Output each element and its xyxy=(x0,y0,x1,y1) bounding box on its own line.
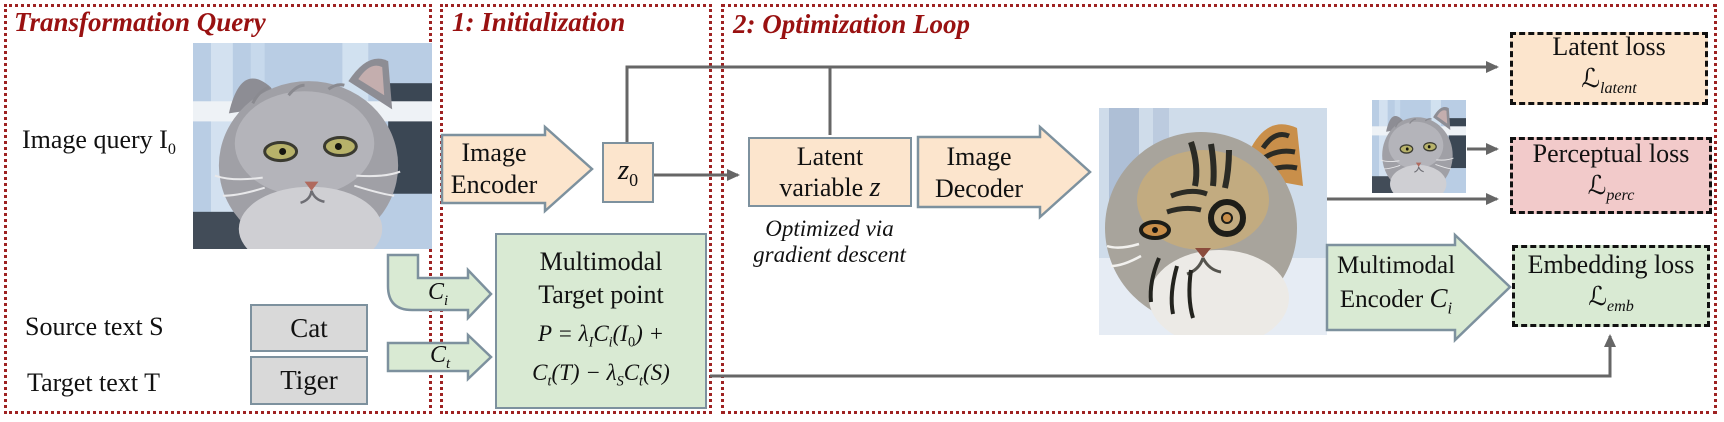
target-text-label: Target text T xyxy=(27,368,160,397)
perceptual-loss-title: Perceptual loss xyxy=(1532,139,1690,169)
image-query-label: Image query I0 xyxy=(22,125,176,159)
target-text-value: Tiger xyxy=(280,365,338,395)
source-text-box: Cat xyxy=(250,304,368,352)
connector-target-point-to-embedding-loss xyxy=(710,334,1616,378)
embedding-loss-symbol: ℒemb xyxy=(1588,281,1634,316)
latent-variable-line2: variable z xyxy=(779,172,881,203)
image-decoder-arrow xyxy=(916,124,1092,220)
embedding-loss-title: Embedding loss xyxy=(1527,249,1695,279)
connector-z0-to-latent-loss xyxy=(625,61,1499,142)
image-encoder-arrow xyxy=(440,124,594,214)
ci-elbow-arrow xyxy=(386,253,493,322)
latent-loss-title: Latent loss xyxy=(1552,32,1666,62)
source-text-label: Source text S xyxy=(25,312,164,341)
perceptual-loss-box: Perceptual loss ℒperc xyxy=(1510,137,1712,214)
latent-loss-box: Latent loss ℒlatent xyxy=(1510,32,1708,105)
z0-label: z0 xyxy=(617,154,639,190)
panel-title-optimization-loop: 2: Optimization Loop xyxy=(733,9,971,39)
target-text-box: Tiger xyxy=(250,356,368,405)
image-decoder-label: Image Decoder xyxy=(934,142,1024,203)
target-point-title: Multimodal Target point xyxy=(538,247,664,310)
latent-variable-box: Latent variable z xyxy=(748,137,912,207)
multimodal-encoder-label: Multimodal Encoder Ci xyxy=(1336,252,1456,318)
source-text-value: Cat xyxy=(290,312,328,343)
optimized-note: Optimized via gradient descent xyxy=(753,216,906,267)
ct-connector-label: Ct xyxy=(430,342,451,372)
multimodal-encoder-arrow xyxy=(1325,232,1512,343)
embedding-loss-box: Embedding loss ℒemb xyxy=(1512,245,1710,327)
z0-box: z0 xyxy=(602,142,654,203)
image-encoder-label: Image Encoder xyxy=(450,138,538,199)
perceptual-loss-symbol: ℒperc xyxy=(1587,171,1635,205)
panel-title-transformation-query: Transformation Query xyxy=(14,7,266,37)
latent-variable-line1: Latent xyxy=(796,142,864,171)
ct-arrow xyxy=(386,332,493,382)
panel-initialization xyxy=(440,4,712,414)
target-point-formula: P = λICi(I0) + Ct(T) − λSCt(S) xyxy=(532,321,670,390)
latent-loss-symbol: ℒlatent xyxy=(1581,64,1637,98)
panel-optimization-loop xyxy=(721,4,1717,414)
multimodal-target-point-box: Multimodal Target point P = λICi(I0) + C… xyxy=(495,233,707,409)
ci-connector-label: Ci xyxy=(428,279,449,309)
panel-title-initialization: 1: Initialization xyxy=(452,7,626,37)
